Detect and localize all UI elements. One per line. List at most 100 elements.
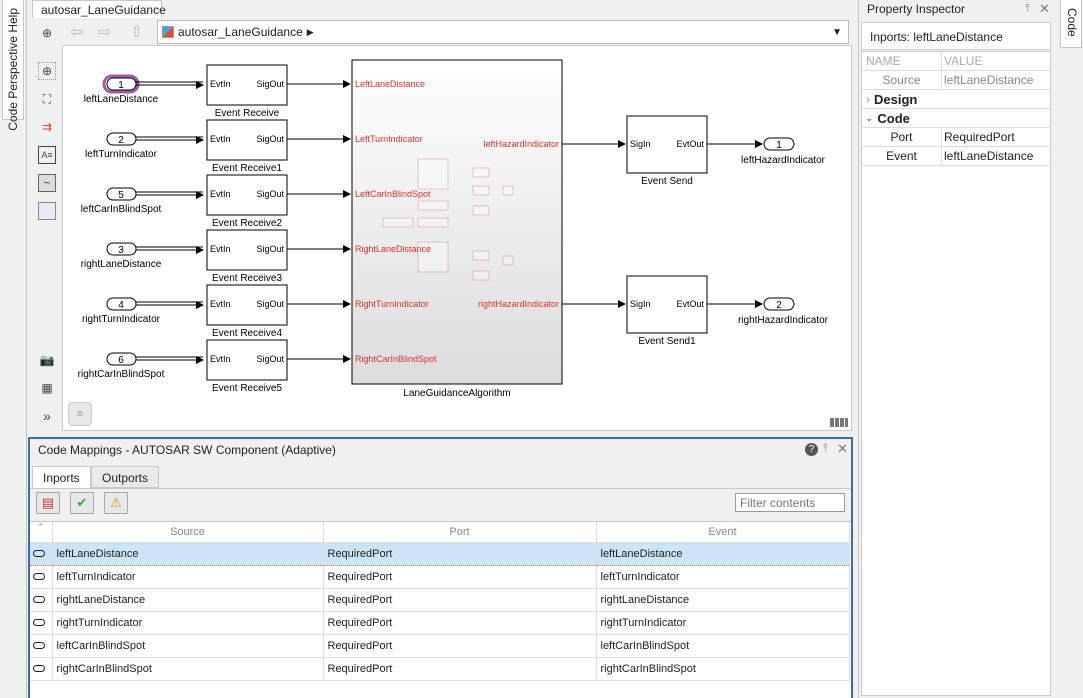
event-receive-block[interactable] xyxy=(206,174,288,216)
data-store-icon[interactable]: ≡ xyxy=(68,402,92,426)
cell-event[interactable]: rightCarInBlindSpot xyxy=(596,657,850,681)
group-design[interactable]: › Design xyxy=(862,90,1050,109)
sort-icon[interactable]: ⌃ xyxy=(30,522,53,543)
outport-block[interactable] xyxy=(763,297,795,311)
breadcrumb-model[interactable]: autosar_LaneGuidance xyxy=(178,25,303,39)
cell-event[interactable]: rightLaneDistance xyxy=(596,588,850,612)
close-icon[interactable]: ✕ xyxy=(1039,1,1050,16)
annotation-icon[interactable]: A≡ xyxy=(38,146,56,164)
table-header-row: ⌃ Source Port Event xyxy=(30,522,850,543)
tab-outports[interactable]: Outports xyxy=(91,466,160,488)
event-receive-block[interactable] xyxy=(206,284,288,326)
property-row-port[interactable]: Port RequiredPort xyxy=(862,128,1050,147)
property-value[interactable]: leftLaneDistance xyxy=(944,149,1034,163)
column-header-event[interactable]: Event xyxy=(596,522,850,543)
back-icon[interactable]: ⇦ xyxy=(70,24,84,41)
update-warning-icon[interactable]: ⚠ xyxy=(104,492,128,514)
property-row-event[interactable]: Event leftLaneDistance xyxy=(862,147,1050,166)
panel-resize-icon[interactable] xyxy=(830,418,848,427)
event-receive-block[interactable] xyxy=(206,229,288,271)
code-perspective-help-tab[interactable]: Code Perspective Help xyxy=(2,0,24,131)
table-row[interactable]: leftLaneDistance RequiredPort leftLaneDi… xyxy=(30,541,850,566)
filter-input[interactable]: Filter contents xyxy=(735,493,845,512)
subsystem-block[interactable] xyxy=(351,59,563,385)
column-header-port[interactable]: Port xyxy=(323,522,597,543)
table-row[interactable]: leftCarInBlindSpot RequiredPort leftCarI… xyxy=(30,634,850,658)
up-icon[interactable]: ⇧ xyxy=(130,24,144,41)
inport-block[interactable] xyxy=(106,77,137,91)
cell-source: rightCarInBlindSpot xyxy=(52,657,324,681)
cell-port[interactable]: RequiredPort xyxy=(323,588,597,612)
more-icon[interactable]: » xyxy=(43,408,51,424)
code-tab[interactable]: Code xyxy=(1060,0,1082,48)
block-label: Event Send1 xyxy=(638,336,696,347)
inport-block[interactable] xyxy=(106,352,137,366)
group-code[interactable]: ⌄ Code xyxy=(862,109,1050,128)
event-receive-block[interactable] xyxy=(206,64,288,106)
model-browser-icon[interactable]: ▦ xyxy=(41,381,53,395)
cell-event[interactable]: leftCarInBlindSpot xyxy=(596,634,850,658)
inport-icon xyxy=(33,619,45,627)
cell-port[interactable]: RequiredPort xyxy=(323,541,597,566)
breadcrumb-arrow-icon[interactable]: ▶ xyxy=(306,26,314,37)
pin-icon[interactable]: ⫯ xyxy=(823,442,828,454)
inport-name: rightLaneDistance xyxy=(81,259,162,270)
cell-event[interactable]: leftLaneDistance xyxy=(596,541,850,566)
cell-port[interactable]: RequiredPort xyxy=(323,634,597,658)
cell-event[interactable]: leftTurnIndicator xyxy=(596,565,850,589)
cell-source: leftCarInBlindSpot xyxy=(52,634,324,658)
cell-source: leftLaneDistance xyxy=(52,541,324,566)
port-label: EvtIn xyxy=(210,189,231,199)
cell-port[interactable]: RequiredPort xyxy=(323,657,597,681)
hide-browser-icon[interactable]: ⊕ xyxy=(41,26,53,40)
event-send-block[interactable] xyxy=(626,115,708,174)
property-name: Event xyxy=(862,147,942,165)
table-row[interactable]: rightCarInBlindSpot RequiredPort rightCa… xyxy=(30,657,850,681)
port-label: SigOut xyxy=(256,354,284,364)
inport-block[interactable] xyxy=(106,132,137,146)
block-label: Event Receive1 xyxy=(212,163,282,174)
forward-icon[interactable]: ⇨ xyxy=(98,24,112,41)
tab-inports[interactable]: Inports xyxy=(32,466,91,489)
table-row[interactable]: rightLaneDistance RequiredPort rightLane… xyxy=(30,588,850,612)
subsystem-input-port: RightLaneDistance xyxy=(355,244,431,254)
inport-block[interactable] xyxy=(106,297,137,311)
chevron-down-icon[interactable]: ⌄ xyxy=(865,112,874,124)
signal-lines-icon[interactable]: ⇉ xyxy=(41,120,53,134)
inport-number: 6 xyxy=(118,355,124,366)
configure-icon[interactable]: ▤ xyxy=(36,492,60,514)
help-icon[interactable]: ? xyxy=(805,443,818,456)
table-row[interactable]: rightTurnIndicator RequiredPort rightTur… xyxy=(30,611,850,635)
screenshot-icon[interactable]: 📷 xyxy=(39,353,55,367)
inport-block[interactable] xyxy=(106,242,137,256)
event-send-block[interactable] xyxy=(626,275,708,334)
inport-block[interactable] xyxy=(106,187,137,201)
cell-port[interactable]: RequiredPort xyxy=(323,565,597,589)
name-header: NAME xyxy=(862,52,942,70)
model-tab[interactable]: autosar_LaneGuidance xyxy=(32,0,166,18)
fit-to-view-icon[interactable]: ⛶ xyxy=(42,91,52,106)
outport-block[interactable] xyxy=(763,137,795,151)
event-receive-block[interactable] xyxy=(206,119,288,161)
pin-icon[interactable]: ⫯ xyxy=(1025,2,1030,14)
cell-port[interactable]: RequiredPort xyxy=(323,611,597,635)
area-icon[interactable] xyxy=(38,202,56,220)
event-receive-block[interactable] xyxy=(206,339,288,381)
zoom-in-icon[interactable]: ⊕ xyxy=(38,62,56,80)
subsystem-output-port: leftHazardIndicator xyxy=(483,139,559,149)
table-row[interactable]: leftTurnIndicator RequiredPort leftTurnI… xyxy=(30,565,850,589)
cell-event[interactable]: rightTurnIndicator xyxy=(596,611,850,635)
image-icon[interactable]: ~ xyxy=(38,174,56,192)
column-header-source[interactable]: Source xyxy=(52,522,324,543)
breadcrumb-dropdown-icon[interactable]: ▼ xyxy=(832,26,842,38)
inport-name: leftTurnIndicator xyxy=(85,149,158,160)
outport-number: 2 xyxy=(776,300,782,311)
close-icon[interactable]: ✕ xyxy=(837,441,848,456)
chevron-right-icon[interactable]: › xyxy=(866,92,870,106)
property-value[interactable]: RequiredPort xyxy=(944,130,1015,144)
inport-icon xyxy=(33,665,45,673)
validate-icon[interactable]: ✔ xyxy=(70,492,94,514)
breadcrumb[interactable]: autosar_LaneGuidance ▶ ▼ xyxy=(157,20,849,44)
